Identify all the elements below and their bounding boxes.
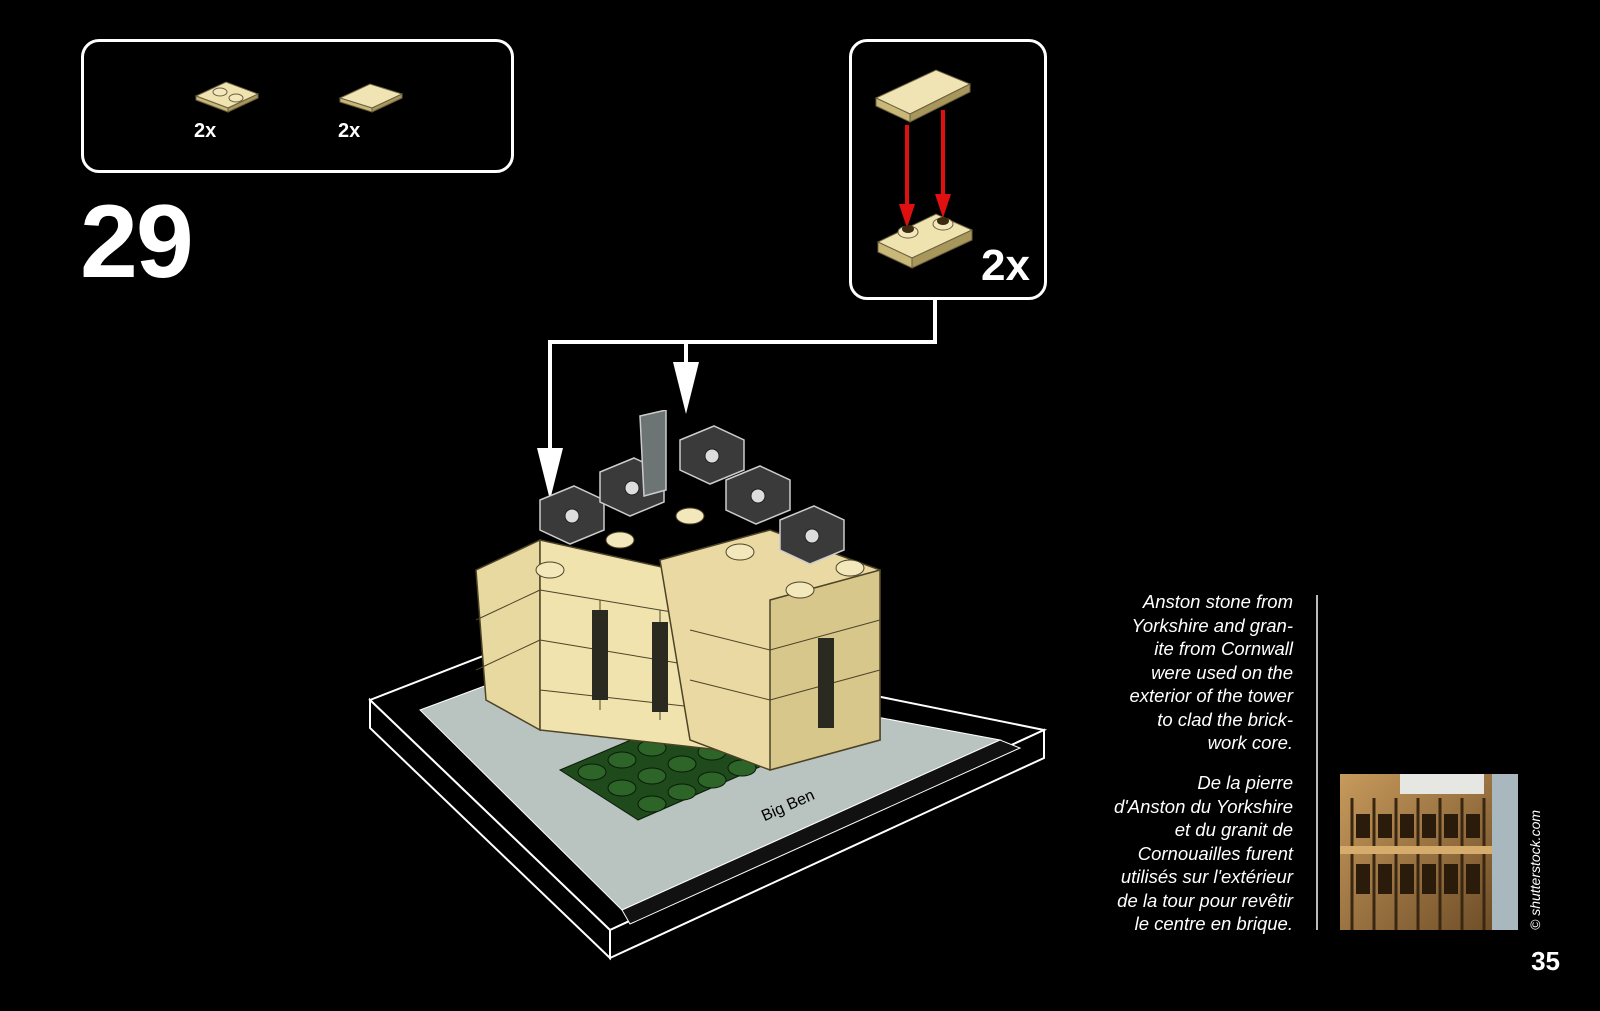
part-1-qty: 2x <box>194 120 217 142</box>
tan-wall-right <box>659 529 881 771</box>
page-number: 35 <box>1531 946 1560 976</box>
tan-tile-1x2-icon <box>338 83 404 113</box>
fact-text-french: De la pierre d'Anston du Yorkshire et du… <box>1113 772 1293 934</box>
part-2-qty: 2x <box>338 120 361 142</box>
model-illustration: Big Ben <box>368 410 1048 961</box>
dark-gray-bricks <box>539 425 845 565</box>
big-ben-photo <box>1340 774 1518 930</box>
subassembly-diagram <box>874 69 974 269</box>
placement-arrow-icon <box>537 448 563 500</box>
parts-list-box: 2x 2x <box>81 39 514 173</box>
tan-tile-icon <box>874 69 972 123</box>
fact-text-english: Anston stone from Yorkshire and gran- it… <box>1129 591 1294 753</box>
tan-plate-icon <box>876 213 974 269</box>
tan-plate-1x2-icon <box>194 81 260 113</box>
reference-photo <box>1340 774 1518 930</box>
gray-slope-brick <box>639 410 667 497</box>
subassembly-qty: 2x <box>981 241 1030 290</box>
subassembly-box: 2x <box>849 39 1047 300</box>
photo-credit: © shutterstock.com <box>1527 809 1543 930</box>
placement-arrow-icon <box>673 362 699 414</box>
fact-divider <box>1316 595 1318 930</box>
red-arrow-icon <box>899 110 951 228</box>
step-number: 29 <box>80 184 194 300</box>
